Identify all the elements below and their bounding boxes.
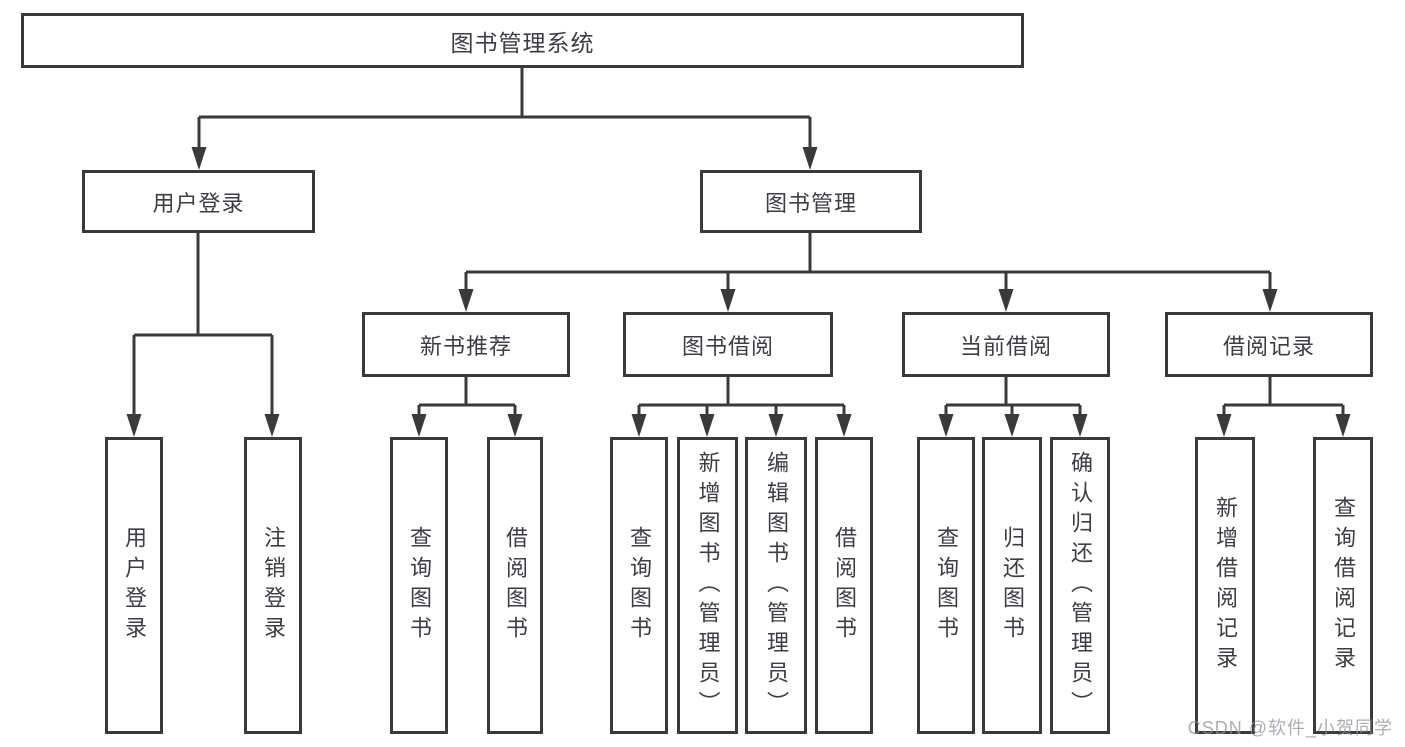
arrowhead [411, 414, 427, 437]
node-new-book-recommend: 新书推荐 [362, 312, 570, 377]
leaf-label: 新增借阅记录 [1213, 495, 1238, 676]
connector-book-management [464, 233, 1272, 292]
leaf-logout: 注销登录 [244, 437, 302, 734]
leaf-label: 借阅图书 [503, 525, 528, 646]
leaf-borrowing-add-book-admin: 新增图书（管理员） [677, 437, 738, 734]
leaf-current-query-books: 查询图书 [917, 437, 975, 734]
leaf-label: 编辑图书（管理员） [764, 450, 789, 721]
node-label: 新书推荐 [419, 333, 512, 359]
node-user-login: 用户登录 [82, 170, 315, 233]
arrowhead [1216, 414, 1232, 437]
connector-borrow-records [1222, 377, 1345, 417]
node-book-borrowing: 图书借阅 [623, 312, 833, 377]
arrowhead [836, 414, 852, 437]
node-borrow-records: 借阅记录 [1165, 312, 1373, 377]
leaf-label: 新增图书（管理员） [695, 450, 721, 721]
arrowhead [1072, 414, 1088, 437]
leaf-label: 查询图书 [934, 525, 959, 646]
node-current-borrowing: 当前借阅 [902, 312, 1110, 377]
leaf-label: 查询借阅记录 [1331, 495, 1356, 676]
arrowhead [998, 289, 1014, 312]
connector-book-borrowing [637, 377, 846, 417]
node-label: 图书管理 [764, 190, 857, 216]
arrowhead [699, 414, 715, 437]
arrowhead [126, 414, 142, 437]
leaf-label: 用户登录 [122, 525, 147, 646]
node-label: 借阅记录 [1222, 333, 1315, 359]
leaf-recommend-query-books: 查询图书 [390, 437, 448, 734]
arrowhead [191, 147, 207, 170]
node-label: 用户登录 [152, 190, 245, 216]
node-label: 图书管理系统 [450, 29, 595, 56]
arrowhead [1004, 414, 1020, 437]
connector-new-book-recommend [417, 377, 517, 417]
leaf-current-return-books: 归还图书 [982, 437, 1042, 734]
leaf-current-confirm-return-admin: 确认归还（管理员） [1050, 437, 1110, 734]
leaf-recommend-borrow-books: 借阅图书 [487, 437, 543, 734]
node-label: 图书借阅 [681, 333, 774, 359]
arrowhead [938, 414, 954, 437]
leaf-label: 查询图书 [407, 525, 432, 646]
arrowhead [458, 289, 474, 312]
leaf-borrowing-edit-book-admin: 编辑图书（管理员） [745, 437, 807, 734]
connector-user-login [132, 233, 274, 417]
leaf-records-query-record: 查询借阅记录 [1313, 437, 1373, 734]
connector-current-borrowing [944, 377, 1082, 417]
arrowhead [1335, 414, 1351, 437]
arrowhead [631, 414, 647, 437]
leaf-borrowing-query-books: 查询图书 [610, 437, 668, 734]
arrowhead [1262, 289, 1278, 312]
leaf-borrowing-borrow-books: 借阅图书 [815, 437, 873, 734]
leaf-user-login: 用户登录 [105, 437, 163, 734]
leaf-label: 确认归还（管理员） [1068, 450, 1093, 721]
leaf-records-add-record: 新增借阅记录 [1195, 437, 1255, 734]
node-label: 当前借阅 [959, 333, 1052, 359]
arrowhead [768, 414, 784, 437]
node-book-management: 图书管理 [700, 170, 922, 233]
leaf-label: 注销登录 [261, 525, 286, 646]
connector-root [197, 68, 812, 150]
leaf-label: 归还图书 [1000, 525, 1025, 646]
csdn-watermark: CSDN @软件_小贺同学 [1187, 718, 1393, 738]
arrowhead [720, 289, 736, 312]
arrowhead [507, 414, 523, 437]
arrowhead [264, 414, 280, 437]
node-library-management-system: 图书管理系统 [21, 13, 1024, 68]
arrowhead [802, 147, 818, 170]
leaf-label: 借阅图书 [832, 525, 857, 646]
leaf-label: 查询图书 [627, 525, 652, 646]
